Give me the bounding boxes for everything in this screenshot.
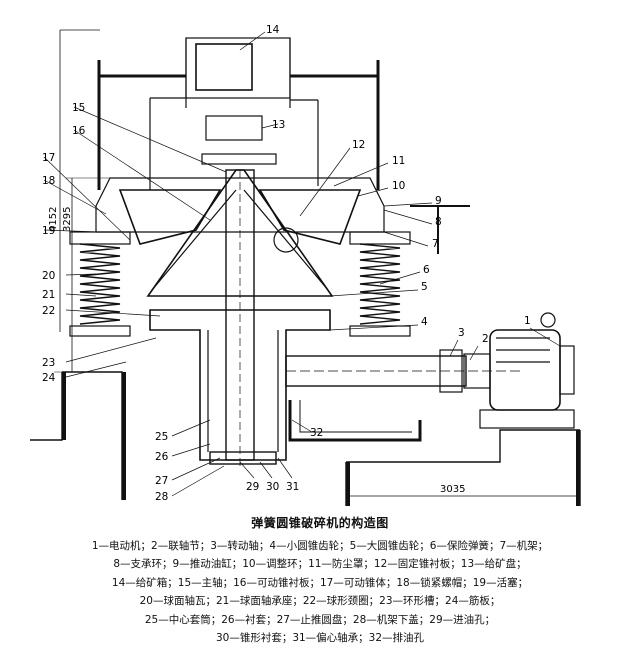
part-label-30: 30 <box>266 481 279 493</box>
part-label-11: 11 <box>392 155 405 167</box>
crusher-cross-section-drawing: 4152 3295 3035 1 2 <box>30 24 581 506</box>
part-label-15: 15 <box>72 102 85 114</box>
part-label-14: 14 <box>266 24 280 36</box>
legend-line-6: 30—锥形衬套；31—偏心轴承；32—排油孔 <box>215 632 425 645</box>
part-label-8: 8 <box>435 216 442 228</box>
dim-base-length: 3035 <box>440 484 465 495</box>
part-label-16: 16 <box>72 125 86 137</box>
leader-lines <box>43 31 561 497</box>
part-label-3: 3 <box>458 327 465 339</box>
feed-box <box>185 37 291 99</box>
hatch-fills <box>62 372 580 506</box>
part-label-29: 29 <box>246 481 259 493</box>
legend-line-4: 20—球面轴瓦；21—球面轴承座；22—球形颈圈；23—环形槽；24—筋板； <box>139 595 501 608</box>
part-label-9: 9 <box>435 195 442 207</box>
caption-title: 弹簧圆锥破碎机的构造图 <box>251 516 389 530</box>
part-label-22: 22 <box>42 305 55 317</box>
part-label-27: 27 <box>155 475 168 487</box>
part-label-2: 2 <box>482 333 489 345</box>
part-label-18: 18 <box>42 175 55 187</box>
part-label-5: 5 <box>421 281 428 293</box>
legend-line-5: 25—中心套筒；26—衬套；27—止推圆盘；28—机架下盖；29—进油孔； <box>144 613 496 626</box>
part-label-26: 26 <box>155 451 169 463</box>
part-label-28: 28 <box>155 491 168 503</box>
part-label-21: 21 <box>42 289 55 301</box>
dim-inner-height: 3295 <box>62 207 73 232</box>
part-label-20: 20 <box>42 270 55 282</box>
figure-caption: 弹簧圆锥破碎机的构造图 1—电动机；2—联轴节；3—转动轴；4—小圆锥齿轮；5—… <box>0 514 640 647</box>
part-label-12: 12 <box>352 139 365 151</box>
part-label-32: 32 <box>310 427 323 439</box>
legend-line-3: 14—给矿箱；15—主轴；16—可动锥衬板；17—可动锥体；18—锁紧螺帽；19… <box>111 576 529 589</box>
part-label-6: 6 <box>423 264 430 276</box>
legend-line-1: 1—电动机；2—联轴节；3—转动轴；4—小圆锥齿轮；5—大圆锥齿轮；6—保险弹簧… <box>91 540 549 552</box>
part-label-23: 23 <box>42 357 55 369</box>
part-label-13: 13 <box>272 119 285 131</box>
part-label-7: 7 <box>432 238 439 250</box>
part-label-31: 31 <box>286 481 299 493</box>
part-label-10: 10 <box>392 180 405 192</box>
part-label-17: 17 <box>42 152 55 164</box>
part-label-19: 19 <box>42 225 55 237</box>
legend-line-2: 8—支承环；9—推动油缸；10—调整环；11—防尘罩；12—固定锥衬板；13—给… <box>113 558 527 571</box>
dim-overall-height: 4152 <box>48 207 59 232</box>
part-label-24: 24 <box>42 372 56 384</box>
part-label-4: 4 <box>421 316 428 328</box>
part-label-25: 25 <box>155 431 168 443</box>
part-label-1: 1 <box>524 315 531 327</box>
